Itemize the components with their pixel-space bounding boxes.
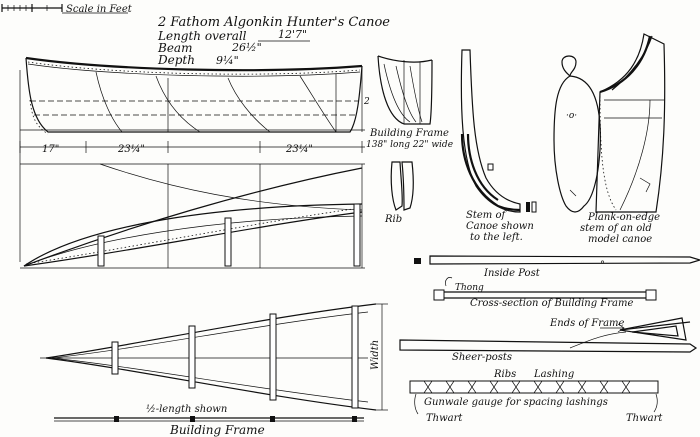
dimension-line: 17" 23¼" 23¼": [19, 141, 365, 155]
thwart-left-label: Thwart: [426, 413, 463, 424]
plank-stem-figure: Plank-on-edge stem of an old model canoe: [580, 33, 666, 245]
depth-value: 9¼": [216, 54, 239, 67]
gauge-label: Gunwale gauge for spacing lashings: [424, 397, 608, 408]
building-frame-title: Building Frame: [169, 423, 265, 437]
frame-ends-label: Ends of Frame: [549, 318, 625, 329]
dim-right: 23¼": [285, 144, 313, 155]
building-frame-plan: Width ½-length shown Building Frame: [40, 303, 388, 437]
building-frame-small: Building Frame 138" long 22" wide: [366, 55, 453, 150]
title-block: 2 Fathom Algonkin Hunter's Canoe Length …: [157, 15, 390, 67]
inside-post-mark: °: [600, 260, 605, 271]
beam-label: Beam: [157, 41, 192, 55]
scale-label: Scale in Feet: [66, 4, 133, 15]
frame-small-title: Building Frame: [369, 128, 449, 139]
inside-post-label: Inside Post: [483, 268, 541, 279]
rib-label: Rib: [384, 214, 402, 225]
frame-ends-figure: Ends of Frame: [549, 317, 691, 341]
depth-label: Depth: [157, 53, 195, 67]
frame-cross-section: Thong Cross-section of Building Frame: [433, 277, 657, 309]
beam-value: 26½": [231, 41, 262, 54]
plank-stem-label-3: model canoe: [588, 234, 652, 245]
frame-small-size: 138" long 22" wide: [366, 140, 453, 150]
rib-figure: Rib: [384, 161, 414, 225]
plank-stem-label-1: Plank-on-edge: [587, 212, 660, 223]
plank-stem-label-2: stem of an old: [580, 223, 652, 234]
sheer-posts-figure: Sheer-posts: [399, 331, 698, 363]
sheer-posts-label: Sheer-posts: [452, 352, 512, 363]
cross-section-label: Cross-section of Building Frame: [470, 298, 633, 309]
stem-figure: Stem of Canoe shown to the left.: [460, 49, 537, 243]
stem-label-2: Canoe shown: [466, 221, 534, 232]
gunwale-gauge-figure: Ribs Lashing Gunwale gauge for spacing l…: [409, 369, 663, 424]
thwart-right-label: Thwart: [626, 413, 663, 424]
dim-mid: 23¼": [117, 144, 145, 155]
stem-label-3: to the left.: [470, 232, 523, 243]
length-value: 12'7": [278, 28, 307, 41]
canoe-title: 2 Fathom Algonkin Hunter's Canoe: [157, 15, 390, 30]
width-label: Width: [370, 340, 381, 370]
half-breadth-plan: [20, 163, 365, 269]
scale-bar: Scale in Feet: [1, 4, 133, 15]
half-length-label: ½-length shown: [146, 404, 227, 415]
station-mark: 2: [363, 97, 370, 107]
canoe-profile: 2: [19, 56, 370, 262]
lashing-label: Lashing: [533, 369, 574, 380]
ribs-label: Ribs: [493, 369, 516, 380]
mould-center-mark: ·o·: [566, 111, 577, 121]
dim-left: 17": [42, 144, 59, 155]
stem-mould-board: ·o·: [553, 55, 601, 213]
stem-label-1: Stem of: [466, 210, 507, 221]
length-label: Length overall: [157, 29, 247, 43]
inside-post-figure: ° Inside Post: [414, 255, 700, 279]
thong-label: Thong: [455, 283, 484, 293]
